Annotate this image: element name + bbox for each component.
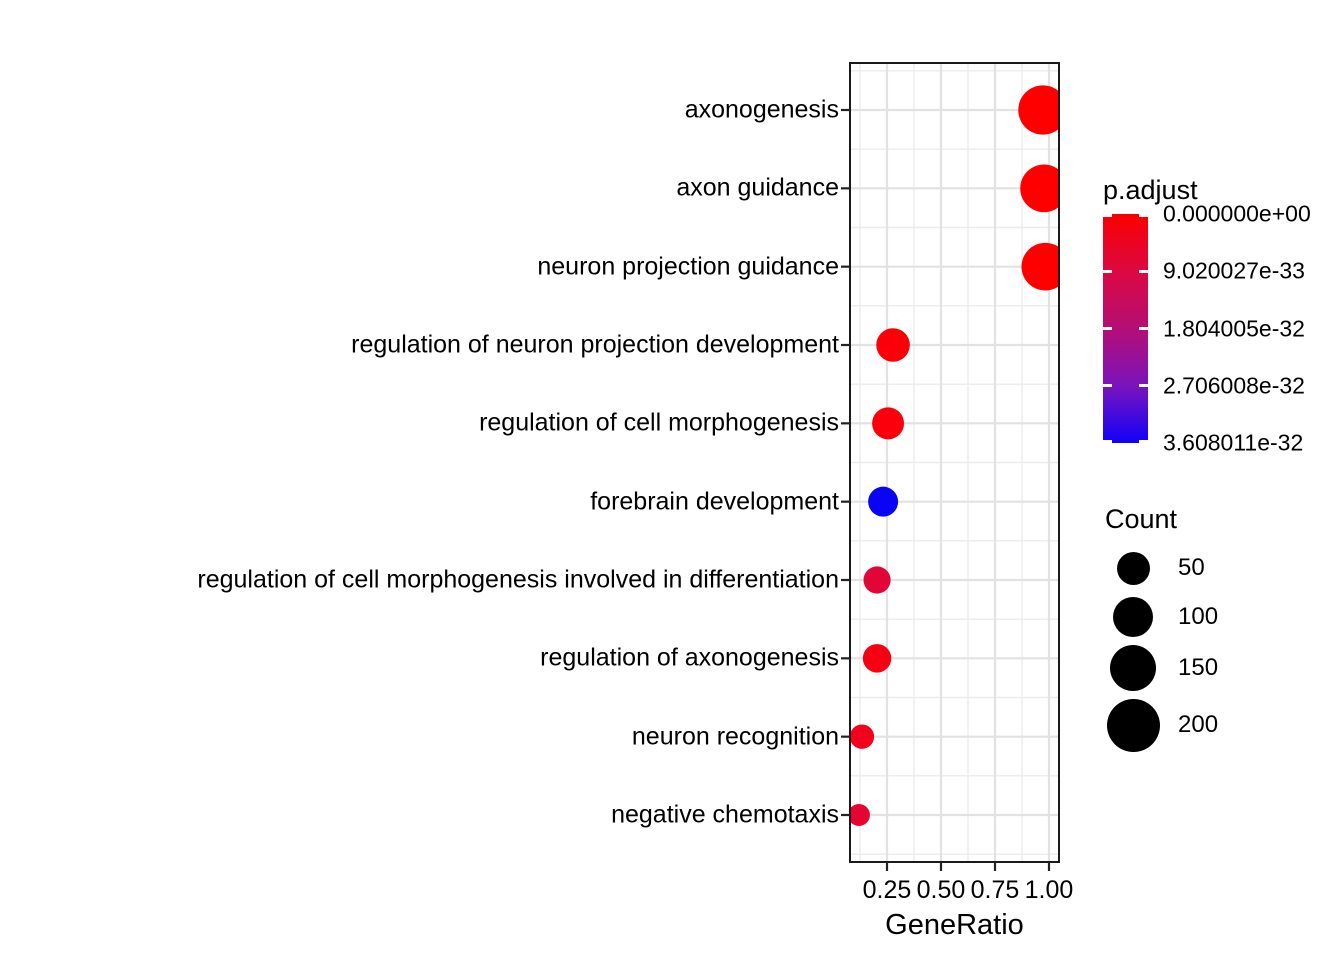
gradient-tick-label: 0.000000e+00 xyxy=(1163,200,1311,227)
count-legend-circle xyxy=(1113,597,1153,637)
gradient-tick-label: 9.020027e-33 xyxy=(1163,257,1305,284)
x-axis-tick-label: 0.75 xyxy=(970,876,1020,904)
y-axis-label: regulation of axonogenesis xyxy=(540,643,839,672)
gradient-tick xyxy=(1139,269,1148,273)
gradient-tick xyxy=(1139,327,1148,330)
x-axis-title: GeneRatio xyxy=(885,909,1024,941)
data-dot xyxy=(863,566,891,594)
y-axis-label: axon guidance xyxy=(676,173,839,202)
count-legend-label: 200 xyxy=(1178,711,1219,738)
count-legend-circle xyxy=(1109,644,1157,692)
y-axis-label: forebrain development xyxy=(590,487,839,516)
y-axis-label: axonogenesis xyxy=(684,95,839,124)
count-legend-label: 50 xyxy=(1178,554,1205,581)
y-axis-label: negative chemotaxis xyxy=(611,800,839,829)
y-axis-label: regulation of neuron projection developm… xyxy=(351,330,839,359)
y-axis-label: regulation of cell morphogenesis xyxy=(479,408,839,437)
gradient-tick-label: 1.804005e-32 xyxy=(1163,315,1305,341)
gradient-tick-label: 3.608011e-32 xyxy=(1163,429,1304,456)
count-legend-circle xyxy=(1106,698,1160,752)
x-axis-tick-label: 1.00 xyxy=(1024,876,1074,904)
data-dot xyxy=(1021,242,1059,291)
x-axis-tick-label: 0.25 xyxy=(862,876,912,904)
data-dot xyxy=(850,804,870,826)
count-legend-circle xyxy=(1116,551,1150,585)
size-legend-title: Count xyxy=(1105,504,1178,534)
count-legend-label: 150 xyxy=(1178,654,1219,681)
data-dot xyxy=(862,644,892,673)
gradient-tick xyxy=(1139,214,1148,217)
x-axis-tick-label: 0.50 xyxy=(916,876,966,904)
data-dot xyxy=(1020,164,1059,213)
y-axis-label: regulation of cell morphogenesis involve… xyxy=(197,565,839,594)
panel-border xyxy=(849,62,1060,863)
data-dots xyxy=(850,85,1059,826)
data-dot xyxy=(876,328,910,362)
data-dot xyxy=(850,724,875,749)
gradient-tick xyxy=(1103,384,1112,388)
y-axis-label: neuron projection guidance xyxy=(537,252,839,281)
data-dot xyxy=(1018,85,1059,135)
gradient-tick xyxy=(1103,214,1112,217)
gradient-tick xyxy=(1103,269,1112,273)
gradient-tick xyxy=(1103,440,1112,443)
gradient-tick xyxy=(1103,327,1112,330)
gradient-tick xyxy=(1139,384,1148,388)
y-axis-label: neuron recognition xyxy=(631,722,839,751)
count-legend-label: 100 xyxy=(1178,603,1219,630)
gradient-tick-label: 2.706008e-32 xyxy=(1163,372,1305,399)
gradient-tick xyxy=(1139,440,1148,443)
data-dot xyxy=(872,407,905,440)
data-dot xyxy=(868,486,899,517)
color-legend-title: p.adjust xyxy=(1103,175,1198,205)
